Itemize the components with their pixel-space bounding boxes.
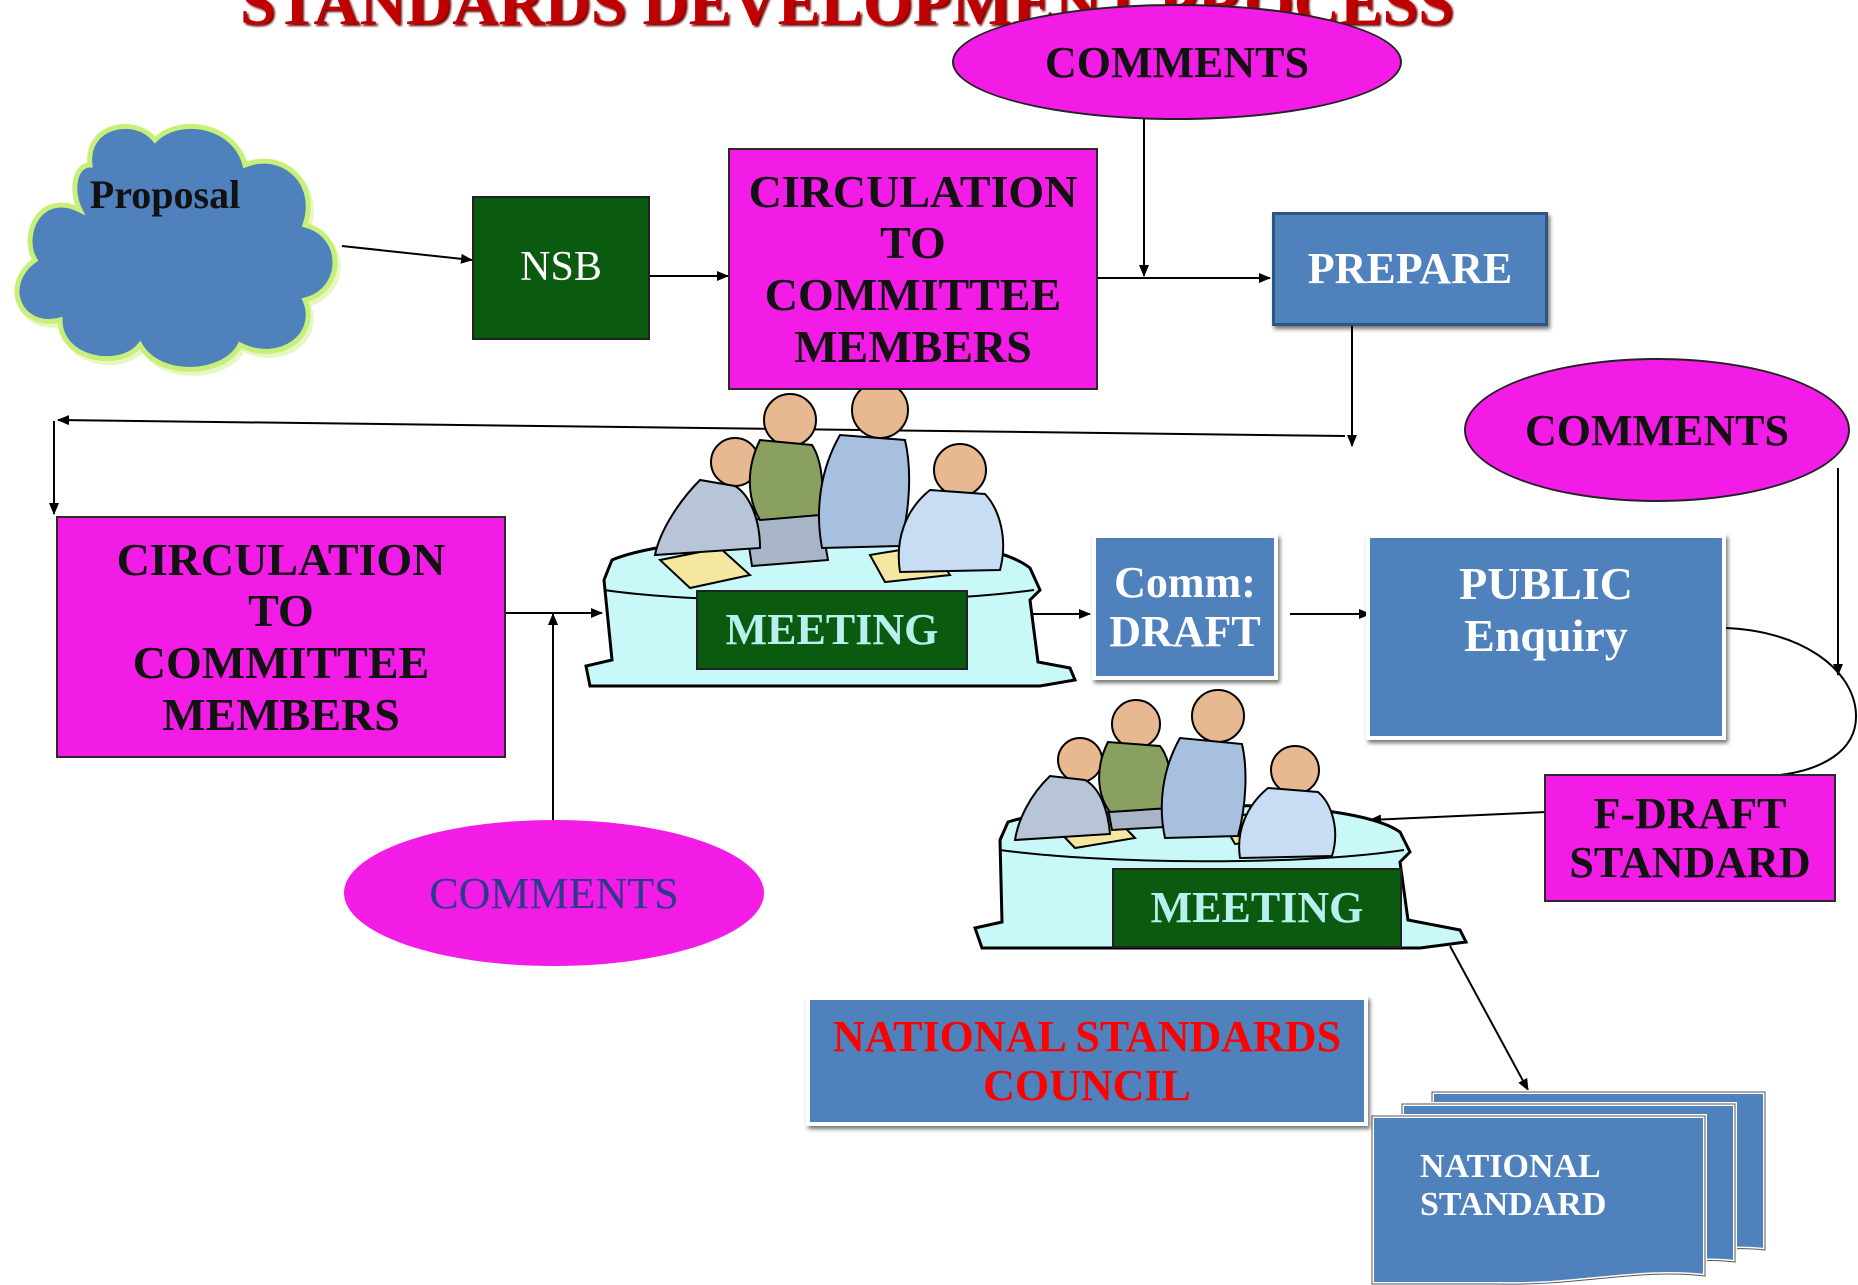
arrow-meeting-standard xyxy=(1449,945,1529,1091)
arrow-public-fdraft xyxy=(1709,626,1858,776)
comm-draft-text: Comm: DRAFT xyxy=(1109,557,1261,656)
public-enquiry-text: PUBLIC Enquiry xyxy=(1459,558,1633,661)
proposal-text: Proposal xyxy=(89,171,241,217)
arrow-proposal-nsb xyxy=(341,245,473,264)
cloud-icon xyxy=(14,123,341,376)
arrow-fdraft-meeting xyxy=(1369,811,1547,825)
circulation-left-box: CIRCULATION TO COMMITTEE MEMBERS xyxy=(56,516,506,758)
circulation-top-text: CIRCULATION TO COMMITTEE MEMBERS xyxy=(748,165,1078,372)
nsb-box: NSB xyxy=(472,196,650,340)
public-enquiry-box: PUBLIC Enquiry xyxy=(1366,534,1726,740)
comments-top-ellipse: COMMENTS xyxy=(952,4,1402,120)
national-standard-text: NATIONAL STANDARD xyxy=(1420,1147,1607,1223)
circulation-left-text: CIRCULATION TO COMMITTEE MEMBERS xyxy=(116,533,446,740)
prepare-text: PREPARE xyxy=(1307,244,1513,294)
comments-bottom-text: COMMENTS xyxy=(429,868,679,918)
comm-draft-box: Comm: DRAFT xyxy=(1092,534,1278,680)
national-standard-label: NATIONAL STANDARD xyxy=(1380,1136,1660,1236)
f-draft-box: F-DRAFT STANDARD xyxy=(1544,774,1836,902)
nsb-text: NSB xyxy=(520,244,602,291)
arrow-return-line xyxy=(57,415,1346,437)
prepare-box: PREPARE xyxy=(1272,212,1548,326)
comments-right-ellipse: COMMENTS xyxy=(1464,358,1850,502)
national-council-box: NATIONAL STANDARDS COUNCIL xyxy=(806,996,1368,1126)
meeting-2-label: MEETING xyxy=(1112,868,1402,948)
comments-top-text: COMMENTS xyxy=(1045,37,1309,87)
comments-bottom-ellipse: COMMENTS xyxy=(344,820,764,966)
circulation-top-box: CIRCULATION TO COMMITTEE MEMBERS xyxy=(728,148,1098,390)
meeting-2-text: MEETING xyxy=(1150,883,1364,933)
national-council-text: NATIONAL STANDARDS COUNCIL xyxy=(832,1011,1342,1110)
comments-right-text: COMMENTS xyxy=(1525,405,1789,455)
f-draft-text: F-DRAFT STANDARD xyxy=(1569,788,1811,887)
meeting-1-label: MEETING xyxy=(696,590,968,670)
proposal-label: Proposal xyxy=(60,165,270,225)
meeting-1-text: MEETING xyxy=(725,605,939,655)
document-stack-icon xyxy=(1370,1090,1767,1285)
